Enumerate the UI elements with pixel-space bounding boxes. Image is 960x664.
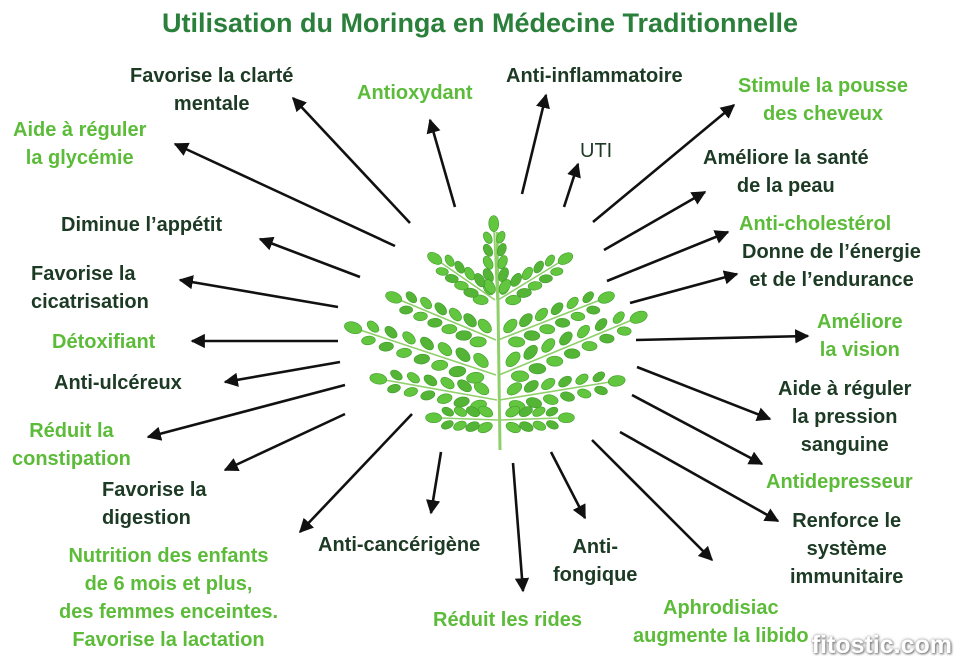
- label-cholesterol: Anti-cholestérol: [739, 213, 892, 235]
- label-uti: UTI: [580, 140, 613, 162]
- arrow-antidepresseur: [631, 393, 764, 466]
- arrow-cholesterol: [606, 230, 730, 283]
- arrow-aphrodisiac: [591, 439, 714, 562]
- arrow-cancer: [299, 413, 413, 534]
- label-cancer: Anti-cancérigène: [318, 534, 481, 556]
- label-appetit: Diminue l’appétit: [61, 214, 223, 236]
- arrow-cicatrisation: [178, 275, 339, 309]
- label-ulcereux: Anti-ulcéreux: [54, 372, 182, 394]
- arrow-ulcereux: [223, 360, 341, 387]
- arrow-fongique: [549, 451, 587, 520]
- arrow-appetit: [258, 236, 361, 279]
- arrow-uti: [562, 162, 581, 208]
- arrow-peau: [603, 190, 707, 252]
- label-anti-inflammatoire: Anti-inflammatoire: [506, 65, 683, 87]
- arrow-clarte: [292, 96, 411, 224]
- arrow-vision: [635, 329, 810, 344]
- label-rides: Réduit les rides: [433, 609, 582, 631]
- arrow-energie: [629, 270, 739, 305]
- arrow-glycemie: [173, 142, 396, 248]
- arrow-antioxydant: [426, 118, 457, 208]
- label-fongique: Anti-fongique: [553, 536, 638, 586]
- arrow-digestion: [223, 412, 346, 472]
- arrow-constipation: [146, 383, 346, 441]
- arrow-rides: [511, 462, 530, 593]
- arrow-cheveux: [592, 103, 736, 224]
- label-detoxifiant: Détoxifiant: [52, 331, 156, 353]
- diagram-title: Utilisation du Moringa en Médecine Tradi…: [161, 8, 799, 38]
- arrow-cancer-2: [426, 451, 443, 515]
- arrow-immunitaire: [619, 430, 780, 523]
- arrow-anti-inflammatoire: [520, 93, 550, 195]
- watermark: fitostic.com: [811, 631, 952, 659]
- arrow-pression: [636, 365, 772, 421]
- label-antidepresseur: Antidepresseur: [766, 471, 913, 493]
- label-antioxydant: Antioxydant: [357, 82, 473, 104]
